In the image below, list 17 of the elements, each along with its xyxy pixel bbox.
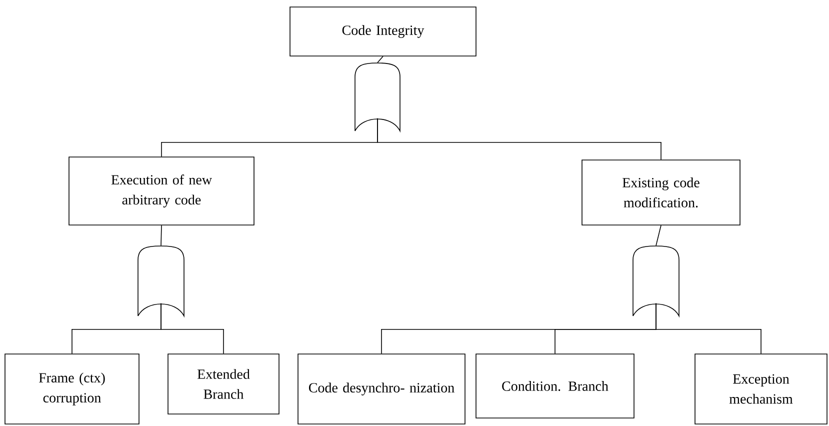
connector-line	[656, 303, 762, 354]
event-box: Code desynchro- nization	[298, 354, 466, 424]
or-gate	[138, 246, 184, 316]
or-gate	[632, 246, 680, 316]
connector-line	[377, 56, 384, 63]
connector-line	[160, 225, 162, 246]
event-box: Frame (ctx) corruption	[4, 354, 140, 424]
connector-line	[160, 303, 224, 354]
connector-line	[656, 225, 662, 246]
or-gate	[354, 62, 400, 132]
event-box: Existing code modification.	[582, 160, 740, 226]
event-box: Exception mechanism	[694, 354, 828, 424]
event-box: Extended Branch	[168, 354, 280, 414]
event-box: Execution of new arbitrary code	[68, 156, 254, 226]
event-box: Code Integrity	[290, 6, 476, 56]
connector-line	[377, 118, 662, 160]
event-box: Condition. Branch	[476, 354, 634, 418]
